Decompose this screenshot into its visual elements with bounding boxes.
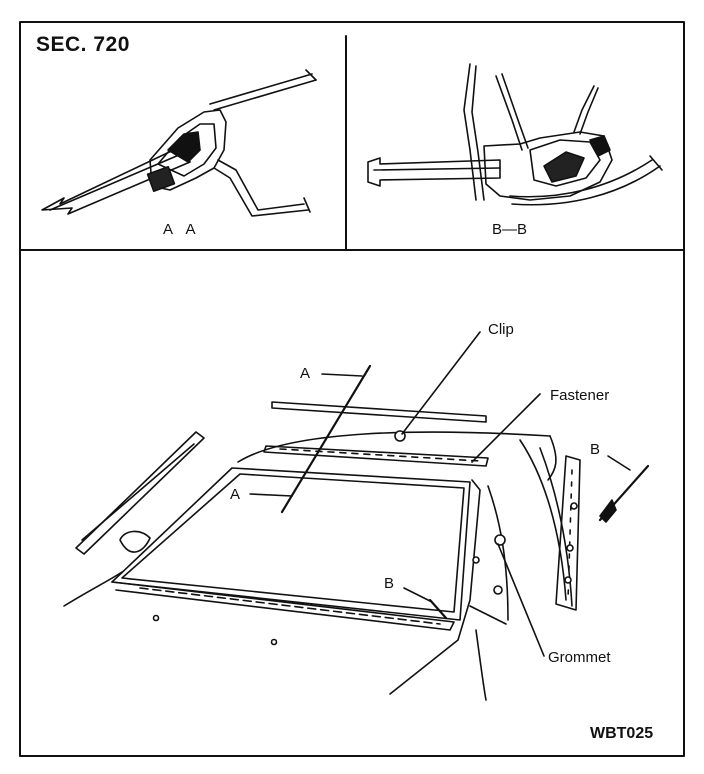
section-a-label-lower: A	[230, 486, 241, 503]
view-label-b: B—B	[492, 221, 528, 238]
section-a-label-upper: A	[300, 365, 311, 382]
grommet-label: Grommet	[548, 649, 611, 666]
section-number: SEC. 720	[36, 33, 130, 56]
leader-section-a-mid	[249, 493, 293, 497]
leader-grommet	[497, 543, 545, 657]
section-a-cut-line	[280, 364, 372, 514]
fastener-label: Fastener	[550, 387, 610, 404]
windshield-outline	[111, 467, 471, 621]
detail-b-section	[367, 63, 663, 206]
section-b-label-lower: B	[384, 575, 395, 592]
leader-clip	[401, 331, 481, 435]
section-b-cut-line-right	[598, 464, 650, 522]
section-b-label-right: B	[590, 441, 601, 458]
outer-frame	[19, 21, 685, 757]
figure-code: WBT025	[590, 725, 654, 742]
leader-section-a-top	[321, 373, 363, 377]
windshield-assembly	[63, 401, 581, 701]
leader-section-b-right	[607, 455, 631, 471]
detail-a-section	[41, 69, 317, 217]
leader-section-b-lower	[403, 587, 433, 603]
section-b-cut-line-lower	[428, 598, 448, 620]
leader-fastener	[471, 393, 541, 463]
clip-label: Clip	[488, 321, 514, 338]
view-label-a: A A	[163, 221, 196, 238]
